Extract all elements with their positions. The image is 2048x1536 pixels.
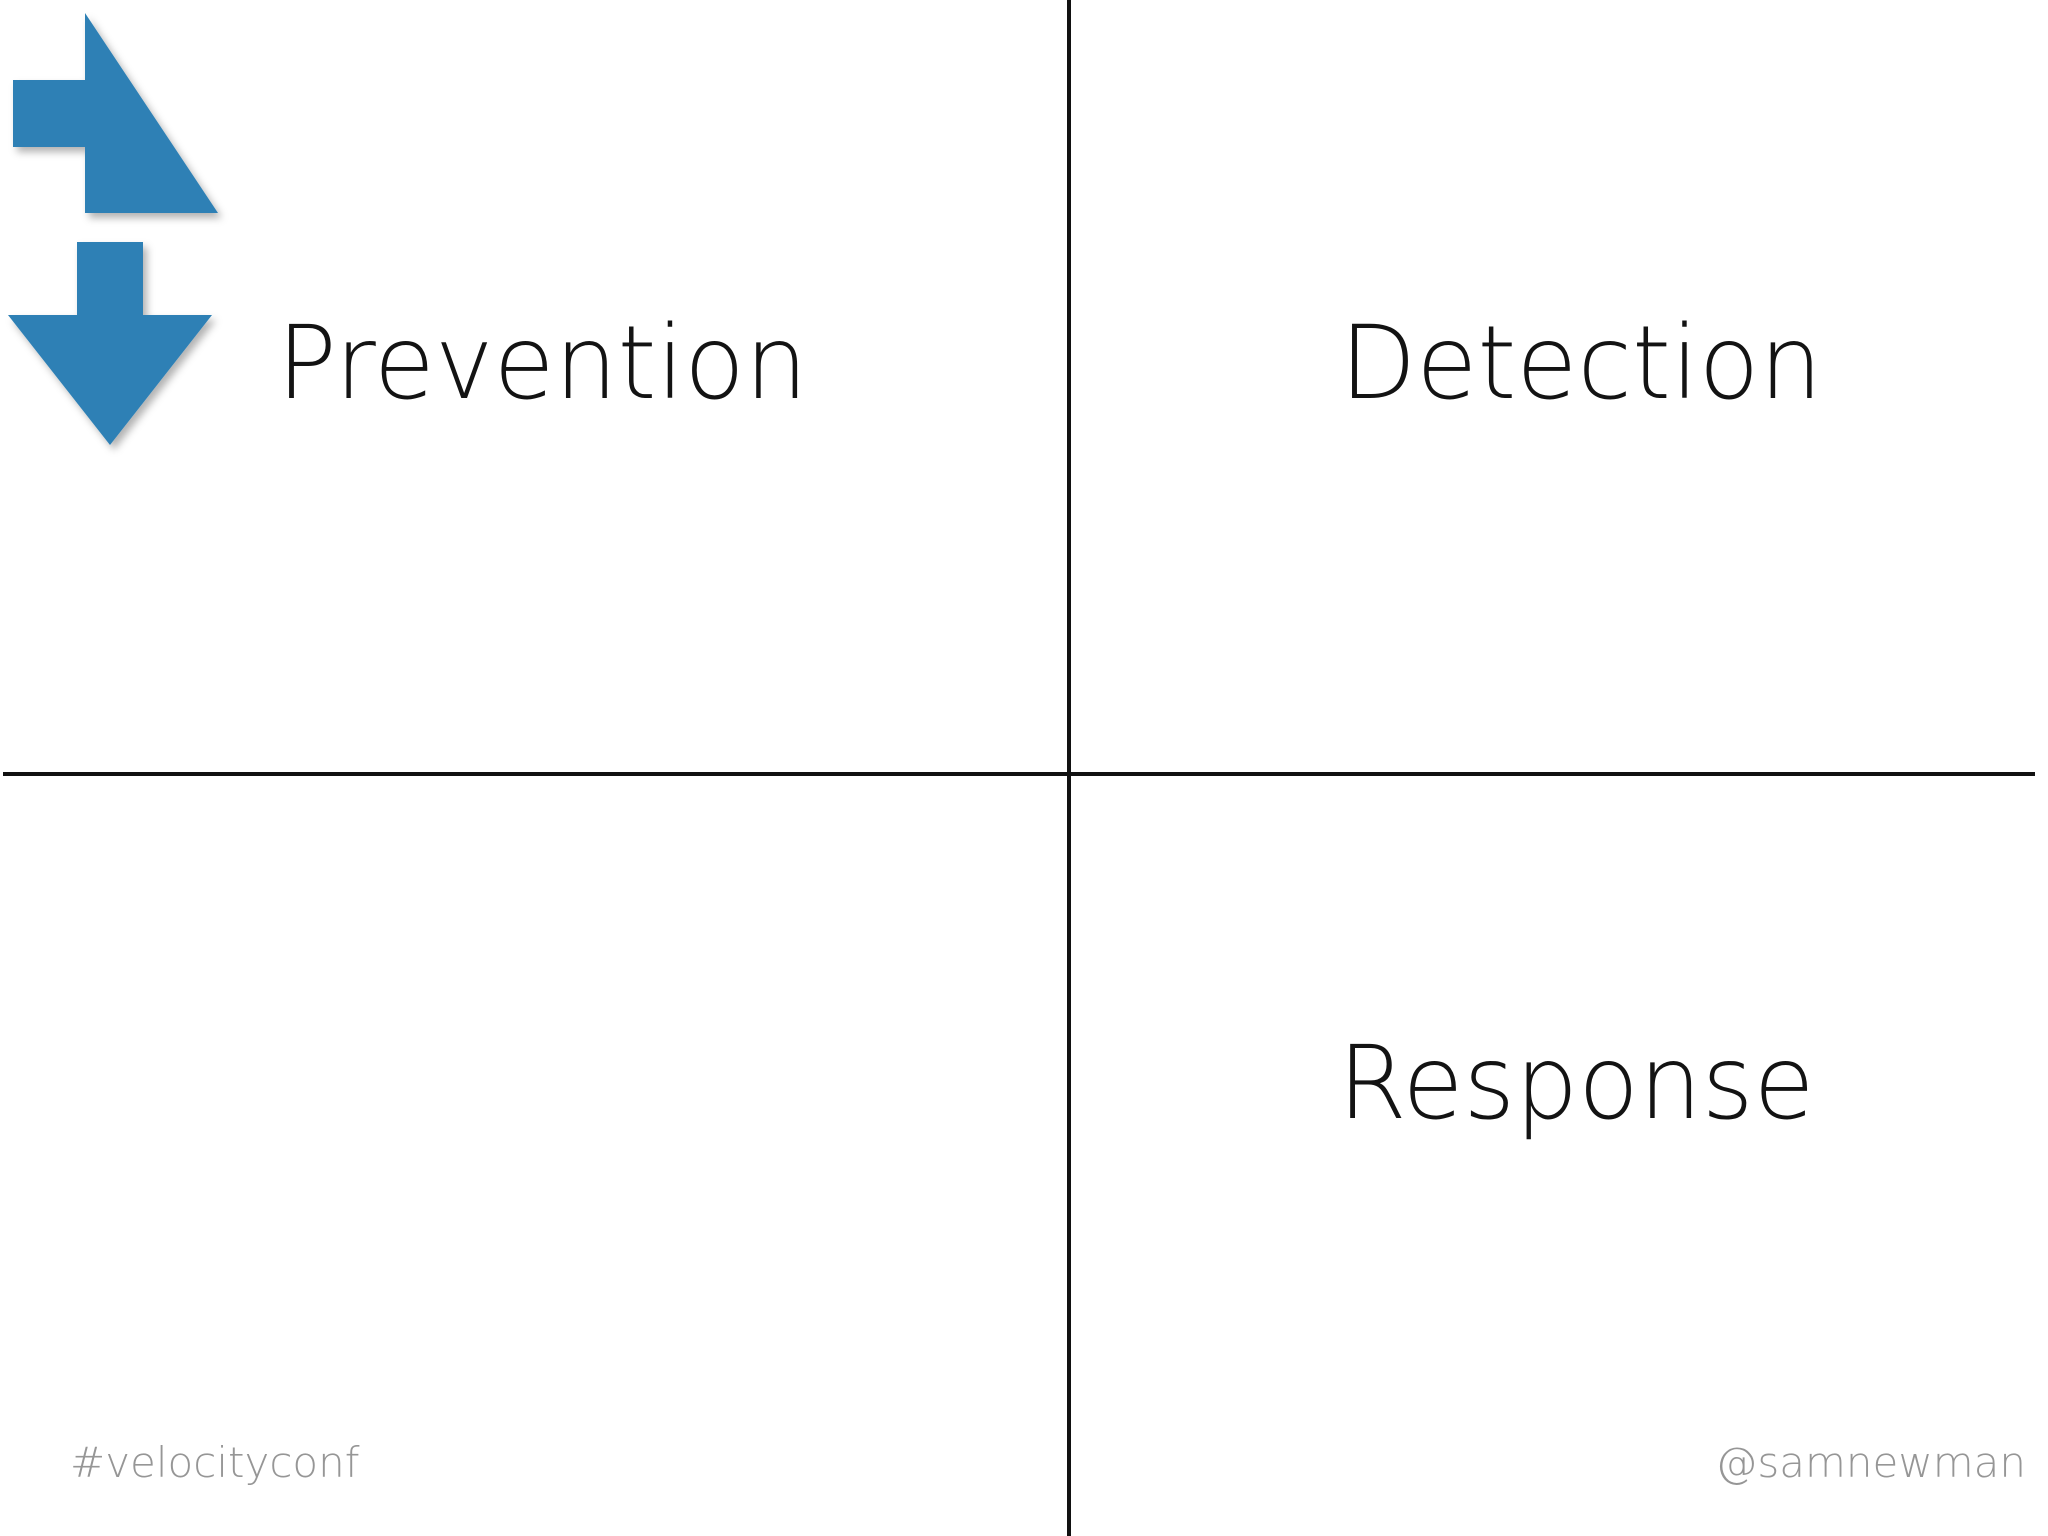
arrow-right-shape [13, 13, 218, 213]
arrow-right-icon [0, 0, 240, 230]
arrow-down-icon [0, 230, 230, 460]
arrow-down-icon-svg [8, 242, 212, 445]
vertical-divider-line [1067, 0, 1071, 1536]
quadrant-label-detection: Detection [1340, 304, 1823, 423]
footer-hashtag: #velocityconf [70, 1438, 360, 1487]
quadrant-label-response: Response [1338, 1024, 1815, 1143]
horizontal-divider-line [3, 772, 2035, 776]
footer-handle: @samnewman [1715, 1438, 2026, 1487]
arrow-down-shape [8, 242, 212, 445]
arrow-right-icon-svg [13, 13, 218, 213]
quadrant-label-prevention: Prevention [277, 304, 808, 423]
